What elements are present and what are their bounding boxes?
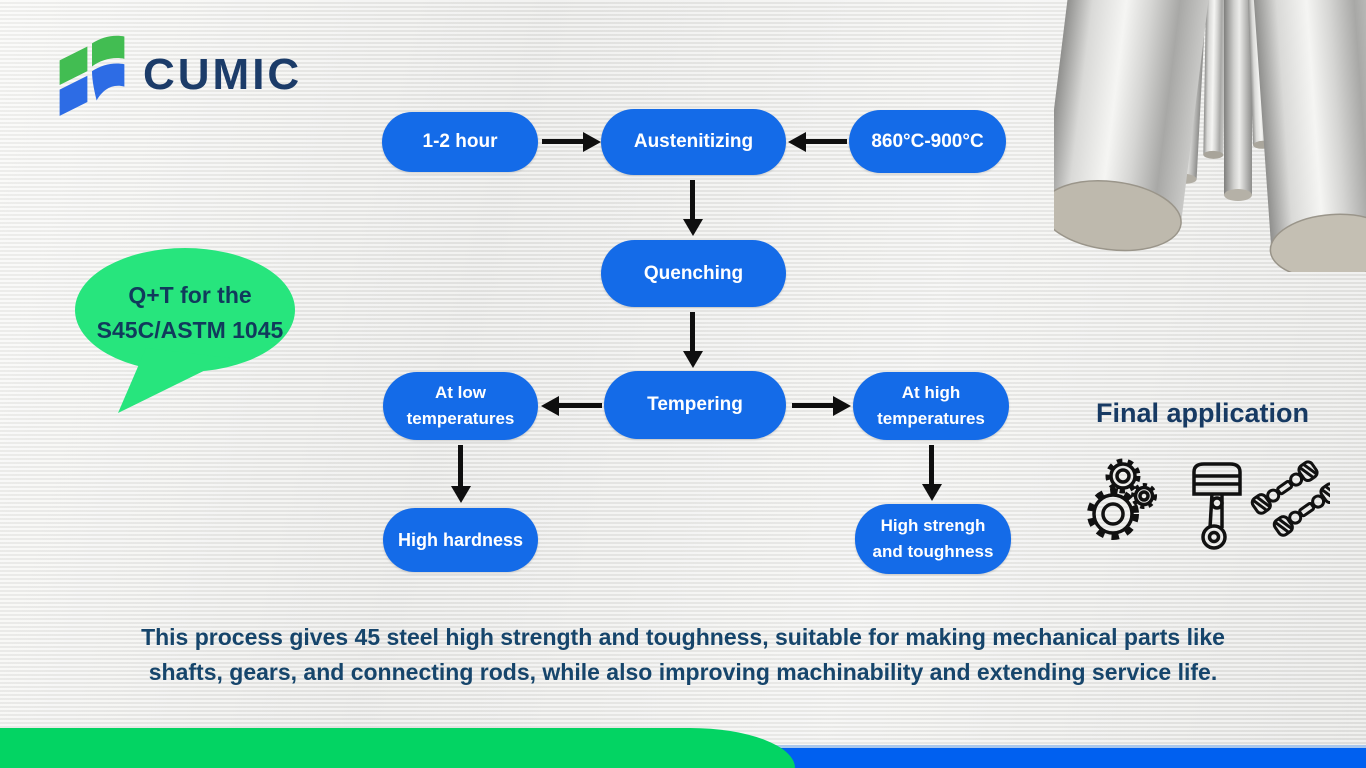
flow-node-duration: 1-2 hour (382, 112, 538, 172)
arrow-low-temp-to-high-hardness (458, 445, 463, 487)
speech-bubble (75, 248, 295, 413)
flow-node-quenching: Quenching (601, 240, 786, 307)
arrow-quenching-to-tempering (690, 312, 695, 352)
cumic-book-logo-icon (59, 35, 125, 116)
arrow-tempering-to-high-temp (792, 403, 834, 408)
arrow-austenitizing-to-quenching (690, 180, 695, 220)
flow-node-high-temperatures: At high temperatures (853, 372, 1009, 440)
arrow-tempering-to-low-temp (558, 403, 602, 408)
driveshafts-icon (1250, 460, 1330, 537)
arrow-high-temp-to-high-strength (929, 445, 934, 485)
final-application-title: Final application (1096, 398, 1310, 428)
footer-green-bar (0, 728, 795, 768)
arrow-temp-range-to-austenitizing (805, 139, 847, 144)
bubble-label: Q+T for the S45C/ASTM 1045 (96, 282, 284, 343)
brand-name: CUMIC (143, 50, 303, 99)
flow-node-high-hardness: High hardness (383, 508, 538, 572)
flow-node-temperature-range: 860°C-900°C (849, 110, 1006, 173)
flow-node-high-strength-toughness: High strengh and toughness (855, 504, 1011, 574)
steel-bars-photo (1054, 0, 1366, 272)
arrow-duration-to-austenitizing (542, 139, 584, 144)
gears-icon (1087, 458, 1157, 540)
flow-node-tempering: Tempering (604, 371, 786, 439)
brand-logo: CUMIC (55, 34, 302, 116)
description-text: This process gives 45 steel high strengt… (141, 624, 1225, 685)
piston-icon (1192, 462, 1242, 550)
flow-node-austenitizing: Austenitizing (601, 109, 786, 175)
flow-node-low-temperatures: At low temperatures (383, 372, 538, 440)
footer-blue-bar (690, 745, 1366, 768)
